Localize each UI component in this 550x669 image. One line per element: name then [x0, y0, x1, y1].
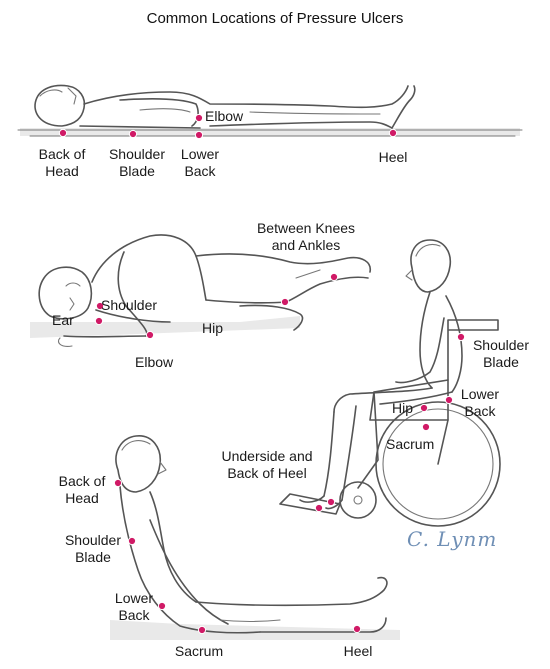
wheelchair-figure — [279, 239, 501, 527]
dot-recline-heel — [352, 624, 362, 634]
dot-side-knees — [329, 272, 339, 282]
dot-supine-head — [58, 128, 68, 138]
reclining-figure — [110, 435, 400, 640]
dot-wheel-heel-back — [314, 503, 324, 513]
supine-figure — [17, 84, 523, 137]
pressure-points — [58, 113, 466, 635]
dot-wheel-heel-under — [326, 497, 336, 507]
label-side-hip: Hip — [202, 320, 224, 336]
dot-wheel-hip — [419, 403, 429, 413]
side-lying-figure — [30, 234, 372, 347]
label-supine-elbow: Elbow — [205, 108, 244, 124]
dot-recline-shoulder — [127, 536, 137, 546]
dot-side-shoulder — [95, 301, 105, 311]
dot-supine-shoulder — [128, 129, 138, 139]
dot-side-ear — [94, 316, 104, 326]
dot-wheel-shoulder — [456, 332, 466, 342]
dot-wheel-sacrum — [421, 422, 431, 432]
dot-recline-head — [113, 478, 123, 488]
dot-supine-heel — [388, 128, 398, 138]
dot-supine-elbow — [194, 113, 204, 123]
dot-side-elbow — [145, 330, 155, 340]
dot-recline-sacrum — [197, 625, 207, 635]
diagram-title: Common Locations of Pressure Ulcers — [146, 10, 404, 27]
dot-side-hip — [280, 297, 290, 307]
dot-supine-lower-back — [194, 130, 204, 140]
label-side-shoulder: Shoulder — [101, 297, 158, 313]
label-recline-sacrum: Sacrum — [174, 643, 224, 659]
artist-signature: C. Lynm — [407, 527, 498, 551]
label-recline-heel: Heel — [343, 643, 373, 659]
label-wheel-hip: Hip — [392, 400, 414, 416]
label-side-ear: Ear — [52, 312, 74, 328]
label-supine-heel: Heel — [378, 149, 408, 165]
label-side-elbow: Elbow — [135, 354, 174, 370]
dot-recline-lower-back — [157, 601, 167, 611]
dot-wheel-lower-back — [444, 395, 454, 405]
label-wheel-sacrum: Sacrum — [386, 436, 435, 452]
